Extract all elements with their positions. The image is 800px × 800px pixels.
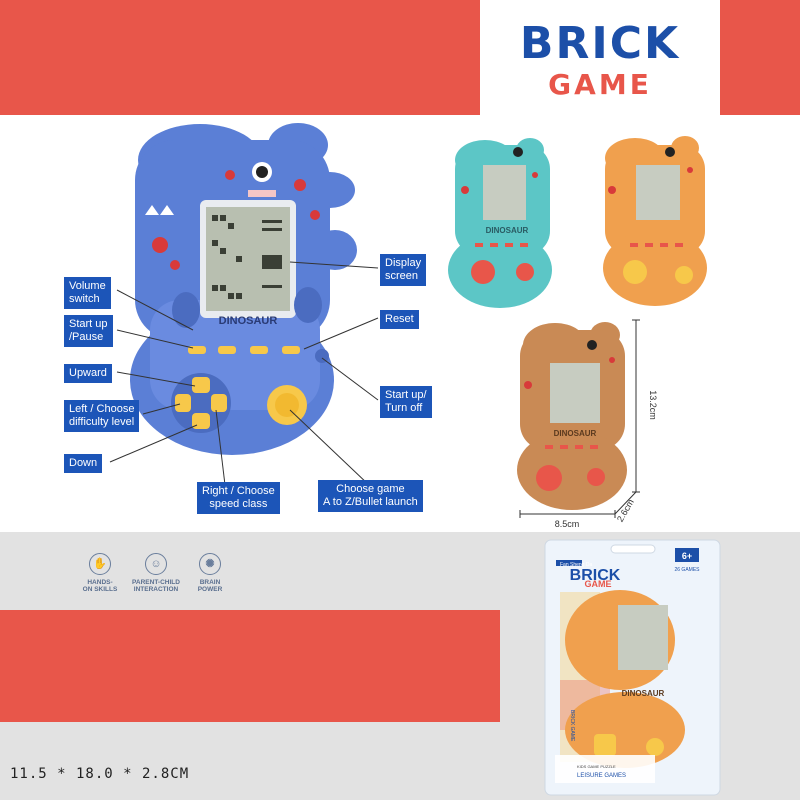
dim-width: 8.5cm	[555, 519, 580, 529]
package-card	[544, 539, 721, 796]
bottom-red-band	[0, 610, 500, 722]
callout-choose-game: Choose game A to Z/Bullet launch	[318, 480, 423, 512]
package-bottom-line2: LEISURE GAMES	[577, 773, 626, 779]
callout-display-screen: Display screen	[380, 254, 427, 286]
device-label: DINOSAUR	[219, 315, 278, 327]
variant-brown: DINOSAUR	[517, 322, 627, 510]
feature-brain-power: ✺ BRAIN POWER	[180, 553, 240, 593]
callout-volume-switch: Volume switch	[64, 277, 111, 309]
callout-reset: Reset	[380, 310, 419, 329]
package-brand-small: Fan Sheng Da	[560, 562, 592, 568]
screen-pixels	[212, 215, 282, 299]
brain-icon: ✺	[199, 553, 221, 575]
package-games: 26 GAMES	[674, 567, 700, 573]
callout-down: Down	[64, 454, 103, 473]
title-box: BRICK GAME	[480, 0, 720, 115]
callout-left-choose: Left / Choose difficulty level	[64, 400, 140, 432]
dimension-lines	[519, 319, 640, 518]
callout-start-up-turn-off: Start up/ Turn off	[380, 386, 432, 418]
feature-label: PARENT-CHILD INTERACTION	[132, 579, 180, 593]
callout-lines	[109, 261, 379, 487]
title-game: GAME	[548, 68, 652, 101]
variant-orange	[603, 136, 707, 306]
package-bottom-line1: KIDS GAME PUZZLE	[577, 764, 616, 769]
title-brick: BRICK	[519, 18, 681, 69]
svg-text:DINOSAUR: DINOSAUR	[554, 429, 597, 438]
dim-height: 13.2cm	[648, 390, 658, 420]
package-title-brick: BRICK	[570, 567, 621, 584]
svg-text:DINOSAUR: DINOSAUR	[486, 226, 529, 235]
package-title-game: GAME	[585, 579, 612, 589]
callout-start-up-pause: Start up /Pause	[64, 315, 113, 347]
package-side-text: BRICK GAME	[569, 710, 575, 742]
package-size-text: 11.5 * 18.0 * 2.8CM	[10, 766, 190, 782]
hand-icon: ✋	[89, 553, 111, 575]
feature-label: HANDS- ON SKILLS	[82, 579, 118, 593]
package-device-label: DINOSAUR	[622, 689, 665, 698]
package-age: 6+	[682, 551, 692, 561]
variant-teal: DINOSAUR	[448, 138, 552, 308]
callout-right-choose: Right / Choose speed class	[197, 482, 280, 514]
callout-upward: Upward	[64, 364, 112, 383]
feature-label: BRAIN POWER	[197, 579, 223, 593]
people-icon: ☺	[145, 553, 167, 575]
main-device: DINOSAUR	[130, 123, 357, 455]
feature-parent-child: ☺ PARENT-CHILD INTERACTION	[126, 553, 186, 593]
feature-hands-on: ✋ HANDS- ON SKILLS	[70, 553, 130, 593]
